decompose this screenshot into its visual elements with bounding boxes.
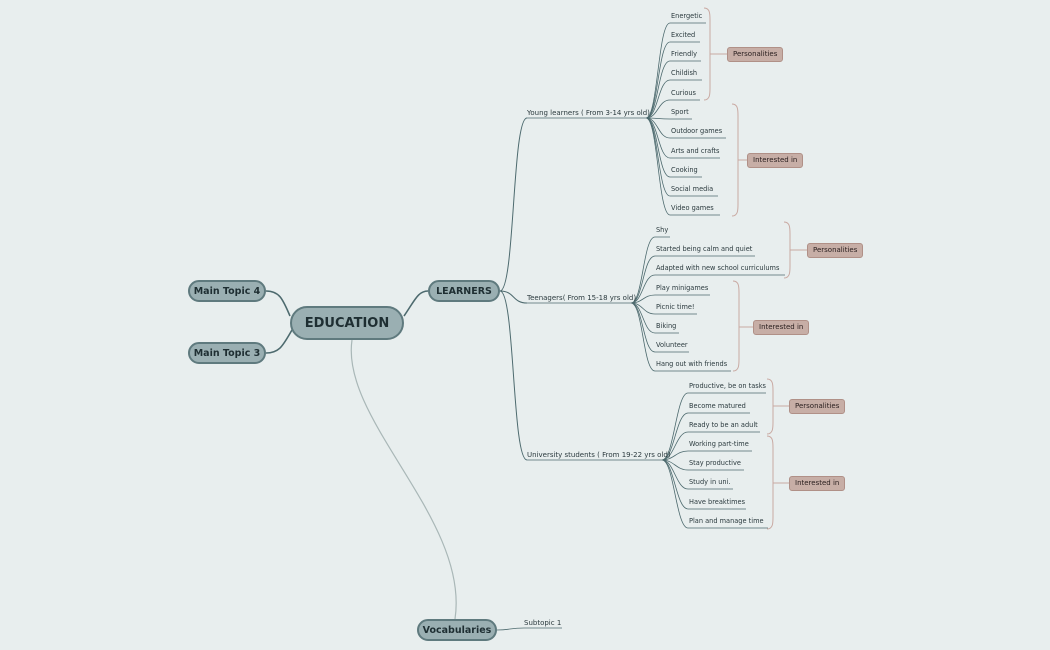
leaf-0-8[interactable]: Cooking [671,166,698,174]
leaf-2-2[interactable]: Ready to be an adult [689,421,758,429]
bracket-2-1 [766,435,774,530]
leaf-1-2[interactable]: Adapted with new school curriculums [656,264,780,272]
connector-root-learners [403,290,429,317]
leaf-connector-2-1 [661,412,750,461]
connector-learners-group-0 [499,117,528,292]
leaf-1-3[interactable]: Play minigames [656,284,709,292]
leaf-2-4[interactable]: Stay productive [689,459,741,467]
main-topic-vocabularies[interactable]: Vocabularies [417,619,497,641]
connector-root-topic3 [265,329,293,354]
summary-tag-0-0[interactable]: Personalities [727,47,784,62]
leaf-connector-2-7 [661,459,768,529]
leaf-0-9[interactable]: Social media [671,185,714,193]
bracket-0-1 [731,103,739,217]
connector-vocab-subtopic [496,627,562,631]
leaf-connector-0-5 [645,117,692,120]
summary-tag-0-1[interactable]: Interested in [747,153,804,168]
leaf-connector-2-6 [661,459,746,510]
leaf-1-7[interactable]: Hang out with friends [656,360,728,368]
main-topic-3[interactable]: Main Topic 3 [188,342,266,364]
leaf-connector-0-2 [645,60,701,119]
connector-learners-group-1 [499,290,528,304]
vocab-subtopic-1[interactable]: Subtopic 1 [524,619,562,627]
leaf-connector-0-4 [645,99,700,119]
group-label-0[interactable]: Young learners ( From 3-14 yrs old) [527,109,650,117]
summary-tag-2-0[interactable]: Personalities [789,399,846,414]
leaf-0-0[interactable]: Energetic [671,12,703,20]
bracket-0-0 [703,7,711,101]
leaf-connector-1-7 [630,302,731,372]
leaf-connector-2-2 [661,431,760,461]
leaf-2-5[interactable]: Study in uni. [689,478,731,486]
leaf-connector-1-3 [630,294,710,304]
leaf-1-1[interactable]: Started being calm and quiet [656,245,753,253]
leaf-connector-2-4 [661,459,744,471]
leaf-connector-1-6 [630,302,689,353]
leaf-connector-1-1 [630,255,755,304]
leaf-1-6[interactable]: Volunteer [656,341,688,349]
summary-tag-2-1[interactable]: Interested in [789,476,846,491]
bracket-1-1 [732,280,740,372]
leaf-connector-1-4 [630,302,697,315]
summary-tag-1-1[interactable]: Interested in [753,320,810,335]
leaf-connector-0-1 [645,41,700,119]
leaf-connector-0-3 [645,79,702,119]
bracket-1-0 [783,221,791,279]
group-label-2[interactable]: University students ( From 19-22 yrs old… [527,451,671,459]
leaf-0-1[interactable]: Excited [671,31,696,39]
main-topic-learners[interactable]: LEARNERS [428,280,500,302]
leaf-2-1[interactable]: Become matured [689,402,746,410]
leaf-2-3[interactable]: Working part-time [689,440,749,448]
leaf-connector-2-3 [661,450,752,461]
connector-root-vocab [350,339,457,620]
leaf-0-7[interactable]: Arts and crafts [671,147,720,155]
leaf-1-5[interactable]: Biking [656,322,677,330]
leaf-0-2[interactable]: Friendly [671,50,698,58]
leaf-2-7[interactable]: Plan and manage time [689,517,764,525]
leaf-0-6[interactable]: Outdoor games [671,127,723,135]
leaf-0-10[interactable]: Video games [671,204,714,212]
leaf-1-0[interactable]: Shy [656,226,669,234]
leaf-connector-1-2 [630,274,785,304]
group-label-1[interactable]: Teenagers( From 15-18 yrs old) [527,294,637,302]
leaf-connector-1-0 [630,236,670,304]
connector-root-topic4 [265,290,291,317]
leaf-connector-2-0 [661,392,766,461]
connector-learners-group-2 [499,290,528,461]
leaf-1-4[interactable]: Picnic time! [656,303,695,311]
leaf-2-0[interactable]: Productive, be on tasks [689,382,766,390]
central-topic[interactable]: EDUCATION [290,306,404,340]
leaf-0-5[interactable]: Sport [671,108,689,116]
leaf-0-3[interactable]: Childish [671,69,698,77]
leaf-2-6[interactable]: Have breaktimes [689,498,746,506]
summary-tag-1-0[interactable]: Personalities [807,243,864,258]
leaf-0-4[interactable]: Curious [671,89,696,97]
main-topic-4[interactable]: Main Topic 4 [188,280,266,302]
bracket-2-0 [766,378,774,435]
